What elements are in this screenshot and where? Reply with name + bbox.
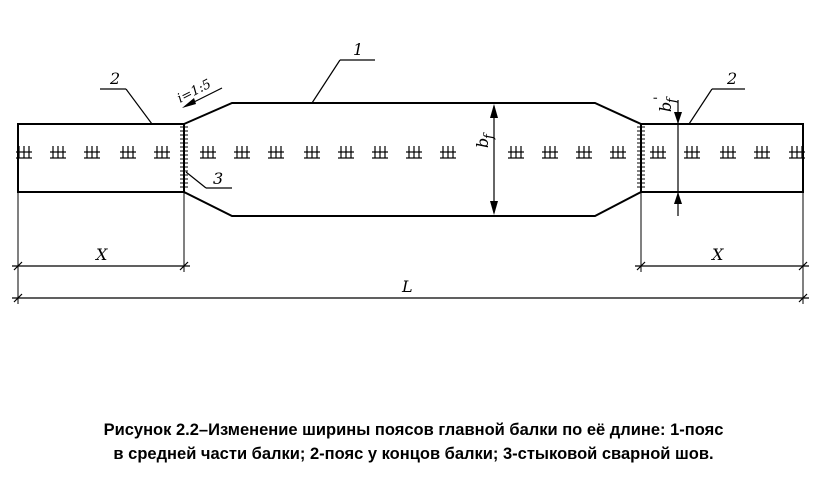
dim-middle-width-arrow-bottom [490,201,498,215]
dim-end-width-arrow-top [674,112,682,124]
svg-text:': ' [652,96,667,100]
dim-end-length [12,261,809,271]
svg-text:b: b [473,138,492,148]
dim-total-length [12,293,809,303]
label-weld: 3 [213,169,223,188]
caption-line-2: в средней части балки; 2-пояс у концов б… [113,445,714,463]
label-end-flange-right: 2 [726,69,737,88]
caption-line-1: Рисунок 2.2–Изменение ширины поясов глав… [103,421,724,439]
label-total-length: L [401,277,413,296]
butt-weld-left [180,124,188,192]
fillet-weld-symbols [16,146,805,159]
leader-3 [185,171,232,189]
slope-arrowhead [182,98,196,108]
beam-flange-drawing: 1 2 2 3 i=1:5 b f b f ' [12,40,809,304]
label-end-length-left: X [94,245,108,264]
leader-2-right [688,88,745,125]
figure-caption: Рисунок 2.2–Изменение ширины поясов глав… [0,418,827,466]
svg-text:f: f [665,96,680,104]
svg-text:f: f [482,132,497,140]
extension-lines [17,192,804,304]
leader-2-left [100,88,153,125]
butt-weld-right [637,124,645,192]
dim-middle-width-arrow-top [490,104,498,118]
label-end-flange-left: 2 [109,69,120,88]
middle-flange [183,102,642,217]
svg-text:b: b [656,102,675,112]
leader-1 [311,59,375,104]
label-middle-width: b f [473,132,497,148]
label-end-width: b f ' [652,96,680,112]
label-end-length-right: X [710,245,724,264]
dim-end-width-arrow-bottom [674,192,682,204]
label-middle-flange: 1 [353,40,363,59]
